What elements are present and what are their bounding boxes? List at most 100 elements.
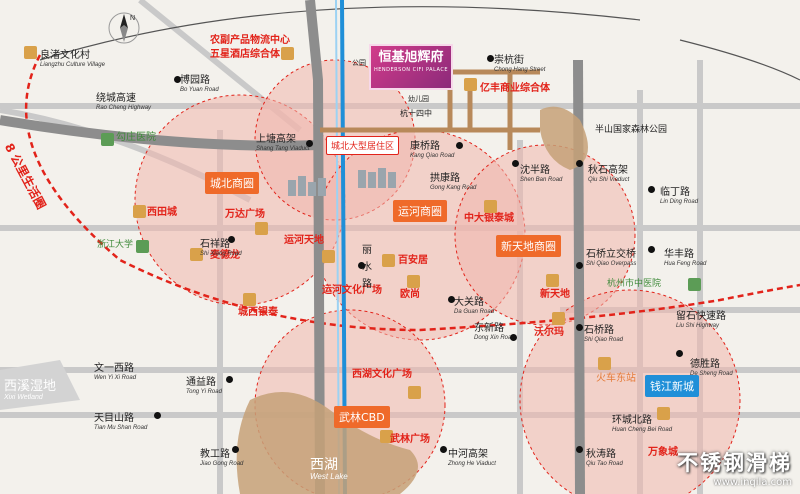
mall-icon [464, 78, 477, 91]
road-cn: 临丁路 [660, 187, 690, 198]
mall-icon [382, 254, 395, 267]
project-logo: 恒基旭辉府 HENDERSON CIFI PALACE [369, 44, 453, 90]
mall-icon [546, 274, 559, 287]
road-en: Shen Ban Road [520, 176, 563, 183]
label-wuxing: 五星酒店综合体 [210, 49, 280, 60]
road-en: Lin Ding Road [660, 198, 699, 205]
road-cn: 中河高架 [448, 449, 488, 460]
road-cn: 上塘高架 [256, 134, 296, 145]
xihu-en: West Lake [310, 471, 348, 481]
road-cn: 石桥路 [584, 325, 614, 336]
liangzhu-cn: 良渚文化村 [40, 50, 90, 61]
liangzhu-en: Liangzhu Culture Village [40, 61, 105, 68]
label-yunhe-culture: 运河文化广场 [322, 285, 382, 296]
district-wulin: 武林CBD [334, 406, 390, 428]
label-wanda: 万达广场 [225, 209, 265, 220]
junction-dot [456, 142, 463, 149]
label-wulin-square: 武林广场 [390, 434, 430, 445]
label-xihu-culture: 西湖文化广场 [352, 369, 412, 380]
road-en: Tong Yi Road [186, 388, 222, 395]
junction-dot [576, 160, 583, 167]
junction-dot [306, 140, 313, 147]
label-huochedong: 火车东站 [596, 373, 636, 384]
train-icon [598, 357, 611, 370]
label-park: 公园 [352, 59, 366, 67]
label-woerma: 沃尔玛 [534, 327, 564, 338]
road-cn: 环城北路 [612, 415, 652, 426]
label-maidelong: 麦德龙 [210, 250, 240, 261]
road-cn: 东新路 [474, 323, 504, 334]
label-yunhe-tiandi: 运河天地 [284, 235, 324, 246]
road-cn: 秋石高架 [588, 165, 628, 176]
mall-icon [552, 312, 565, 325]
road-cn: 绕城高速 [96, 93, 136, 104]
road-cn: 大关路 [454, 297, 484, 308]
label-xixi-wetland: 西溪湿地 Xixi Wetland [4, 380, 56, 401]
watermark-url: www.inqila.com [713, 477, 792, 488]
label-west-lake: 西湖 West Lake [310, 458, 348, 481]
district-chengbei-big: 城北大型居住区 [326, 136, 400, 155]
road-en: Shi Qiao Overpass [586, 260, 637, 267]
hotel-icon [281, 47, 294, 60]
xixi-en: Xixi Wetland [4, 393, 43, 401]
junction-dot [676, 350, 683, 357]
label-kindergarten: 幼儿园 [408, 95, 429, 103]
label-zhejiang-univ: 浙江大学 [97, 240, 134, 250]
label-yifeng: 亿丰商业综合体 [480, 83, 550, 94]
label-zhongda-yintai: 中大银泰城 [464, 213, 514, 224]
project-subtitle: HENDERSON CIFI PALACE [374, 67, 448, 73]
district-xintiandi: 新天地商圈 [496, 235, 561, 257]
road-en: Zhong He Viaduct [448, 460, 496, 467]
road-en: Qiu Shi Viaduct [588, 176, 630, 183]
road-en: Jiao Gong Road [200, 460, 244, 467]
label-wanxiang: 万象城 [648, 447, 678, 458]
road-en: Rao Cheng Highway [96, 104, 152, 111]
road-en: Liu Shi Highway [676, 322, 720, 329]
junction-dot [648, 186, 655, 193]
label-goujia: 勾庄医院 [116, 132, 156, 143]
label-hangshisi: 杭十四中 [400, 109, 432, 118]
junction-dot [440, 446, 447, 453]
road-en: Shi Qiao Road [584, 336, 624, 343]
road-en: Qiu Tao Road [586, 460, 623, 467]
road-cn: 石祥路 [200, 239, 230, 250]
junction-dot [510, 334, 517, 341]
road-en: Shi Xiang Road [200, 250, 242, 257]
district-chengbei: 城北商圈 [205, 172, 259, 194]
label-hangzhou-hosp: 杭州市中医院 [607, 279, 662, 289]
road-cn: 通益路 [186, 377, 216, 388]
label-chengxi-yintai: 城西银泰 [238, 307, 278, 318]
mall-icon [407, 275, 420, 288]
svg-text:N: N [130, 15, 135, 22]
mall-icon [322, 250, 335, 263]
road-cn: 石桥立交桥 [586, 249, 636, 260]
road-cn: 德胜路 [690, 359, 720, 370]
junction-dot [487, 55, 494, 62]
hospital-icon [688, 278, 701, 291]
xixi-cn: 西溪湿地 [4, 379, 57, 394]
road-cn: 拱康路 [430, 173, 460, 184]
mall-icon [380, 430, 393, 443]
junction-dot [648, 246, 655, 253]
road-cn: 崇杭街 [494, 55, 524, 66]
district-yunhe: 运河商圈 [393, 200, 447, 222]
label-baianju: 百安居 [398, 255, 428, 266]
junction-dot [232, 446, 239, 453]
school-icon [136, 240, 149, 253]
junction-dot [448, 296, 455, 303]
road-en: Hua Feng Road [664, 260, 707, 267]
road-en: Shang Tang Viaduct [256, 145, 310, 152]
